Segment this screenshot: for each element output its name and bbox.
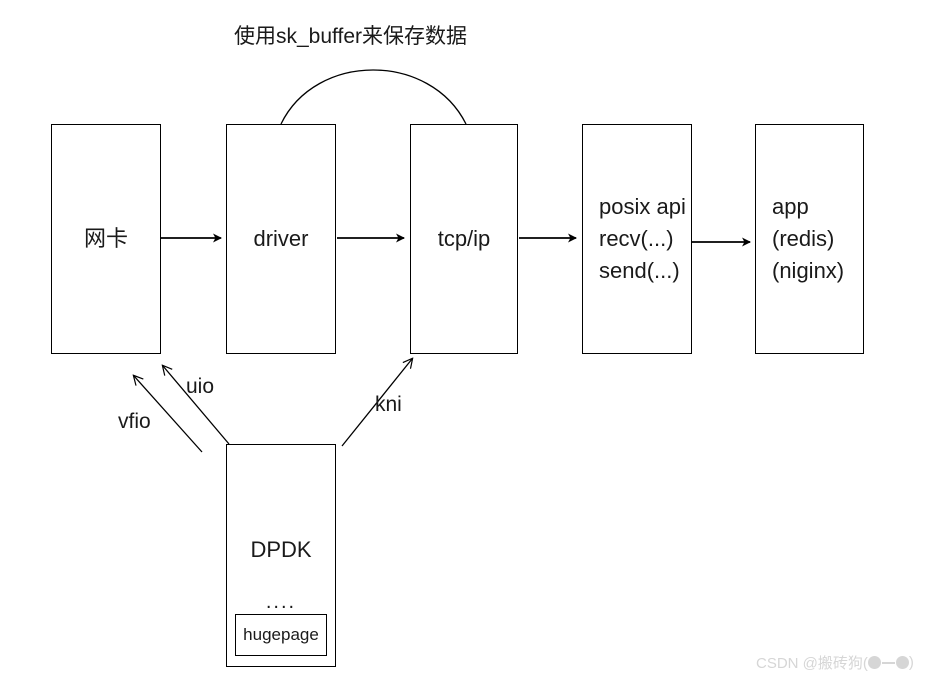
node-dpdk-dots: .... bbox=[265, 591, 297, 613]
edge-label-kni: kni bbox=[375, 393, 402, 416]
node-hugepage-label: hugepage bbox=[243, 625, 319, 644]
node-app-line-3: (niginx) bbox=[772, 257, 845, 283]
watermark-dash-icon bbox=[881, 661, 895, 664]
watermark-eye-left-icon bbox=[867, 656, 881, 669]
edge-label-vfio: vfio bbox=[118, 410, 151, 433]
watermark-suffix: ) bbox=[908, 654, 914, 671]
node-tcpip-label: tcp/ip bbox=[437, 226, 491, 252]
node-posix-api[interactable]: posix api recv(...) send(...) bbox=[582, 124, 692, 354]
node-app-line-2: (redis) bbox=[772, 226, 835, 252]
node-app[interactable]: app (redis) (niginx) bbox=[755, 124, 864, 354]
node-hugepage[interactable]: hugepage bbox=[235, 614, 327, 656]
watermark-prefix: CSDN @搬砖狗( bbox=[756, 655, 868, 672]
node-posix-line-3: send(...) bbox=[599, 257, 680, 283]
node-driver[interactable]: driver bbox=[226, 124, 336, 354]
node-dpdk[interactable]: DPDK .... hugepage bbox=[226, 444, 336, 667]
node-nic-label: 网卡 bbox=[83, 226, 128, 252]
sk-buffer-arc bbox=[280, 69, 467, 125]
diagram-title: 使用sk_buffer来保存数据 bbox=[234, 25, 467, 48]
csdn-watermark: CSDN @搬砖狗( ) bbox=[756, 652, 914, 673]
node-app-line-1: app bbox=[772, 194, 809, 220]
node-dpdk-label: DPDK bbox=[250, 537, 312, 562]
watermark-eye-right-icon bbox=[895, 656, 909, 669]
edge-label-uio: uio bbox=[186, 375, 215, 398]
node-nic[interactable]: 网卡 bbox=[51, 124, 161, 354]
node-driver-label: driver bbox=[253, 226, 309, 252]
node-posix-line-2: recv(...) bbox=[599, 226, 674, 252]
node-posix-line-1: posix api bbox=[599, 194, 686, 220]
node-tcpip[interactable]: tcp/ip bbox=[410, 124, 518, 354]
